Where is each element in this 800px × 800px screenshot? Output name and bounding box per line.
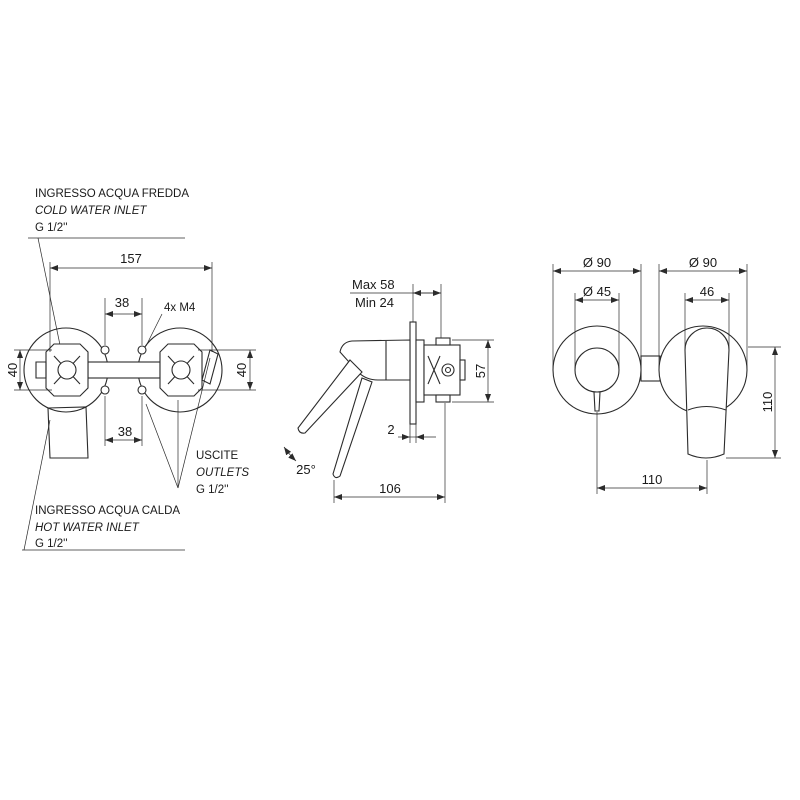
- dim-left-plate-diameter: Ø 90: [583, 255, 611, 270]
- left-valve-seat: [57, 360, 77, 380]
- mixer-lever: [684, 327, 730, 459]
- dim-overall-width: 157: [120, 251, 142, 266]
- cold-inlet-label-en: COLD WATER INLET: [35, 205, 147, 217]
- outlet-fitting: [201, 349, 219, 385]
- outlets-label-it: USCITE: [196, 450, 239, 462]
- outlets-leader: [145, 403, 179, 489]
- body-flange: [415, 339, 425, 403]
- dim-depth-max: Max 58: [352, 277, 395, 292]
- cold-inlet-leader: [37, 237, 61, 346]
- dim-axis-distance: 110: [642, 472, 663, 487]
- dim-lever-width: 46: [700, 284, 714, 299]
- outlets-thread: G 1/2'': [196, 484, 229, 496]
- screw-icon: [100, 385, 110, 395]
- screws-leader: [145, 313, 163, 347]
- cold-inlet-label-it: INGRESSO ACQUA FREDDA: [35, 188, 189, 200]
- dim-total-depth: 106: [379, 481, 401, 496]
- cold-inlet-thread: G 1/2'': [35, 222, 68, 234]
- connecting-pipe: [87, 361, 161, 379]
- dim-right-height: 40: [234, 363, 249, 377]
- body-cross-detail: [427, 355, 441, 385]
- lever-raised: [297, 359, 363, 434]
- body-back-cap: [459, 359, 466, 381]
- screw-icon: [137, 345, 147, 355]
- hot-inlet-tube: [47, 406, 89, 459]
- right-valve-seat: [171, 360, 191, 380]
- knob-pointer-icon: [593, 391, 601, 412]
- side-view: 25° Max 58 Min 24 57 2 106: [283, 277, 494, 503]
- dim-left-height: 40: [5, 363, 20, 377]
- dim-lever-height: 110: [760, 392, 775, 413]
- plate-connector: [640, 355, 661, 382]
- trim-view: Ø 90 Ø 45 Ø 90 46 110 110: [552, 255, 781, 494]
- dim-bottom-spacing: 38: [118, 424, 132, 439]
- hot-inlet-label-en: HOT WATER INLET: [35, 522, 140, 534]
- dim-knob-diameter: Ø 45: [583, 284, 611, 299]
- hot-inlet-label-it: INGRESSO ACQUA CALDA: [35, 505, 180, 517]
- hot-inlet-thread: G 1/2'': [35, 538, 68, 550]
- screws-label: 4x M4: [164, 302, 196, 314]
- screw-icon: [100, 345, 110, 355]
- inlet-port-icon: [441, 363, 455, 377]
- outlets-leader: [177, 357, 211, 489]
- dim-right-plate-diameter: Ø 90: [689, 255, 717, 270]
- dim-top-spacing: 38: [115, 295, 129, 310]
- screw-icon: [137, 385, 147, 395]
- wall-plate: [409, 321, 417, 425]
- angle-arc: [283, 446, 297, 462]
- front-view: INGRESSO ACQUA FREDDA COLD WATER INLET G…: [5, 188, 256, 551]
- dim-body-height: 57: [473, 364, 488, 378]
- dim-plate-thickness: 2: [387, 422, 394, 437]
- left-valve-stub: [35, 361, 47, 379]
- dim-depth-min: Min 24: [355, 295, 394, 310]
- lever-lowered: [332, 377, 373, 479]
- inlet-port-core: [444, 366, 452, 374]
- hot-inlet-leader: [23, 419, 51, 551]
- outlets-label-en: OUTLETS: [196, 467, 249, 479]
- lever-edge: [687, 405, 727, 411]
- body-top-nub: [435, 337, 451, 346]
- diverter-knob: [574, 347, 620, 393]
- body-bottom-nub: [435, 394, 451, 403]
- dim-lever-angle: 25°: [296, 462, 316, 477]
